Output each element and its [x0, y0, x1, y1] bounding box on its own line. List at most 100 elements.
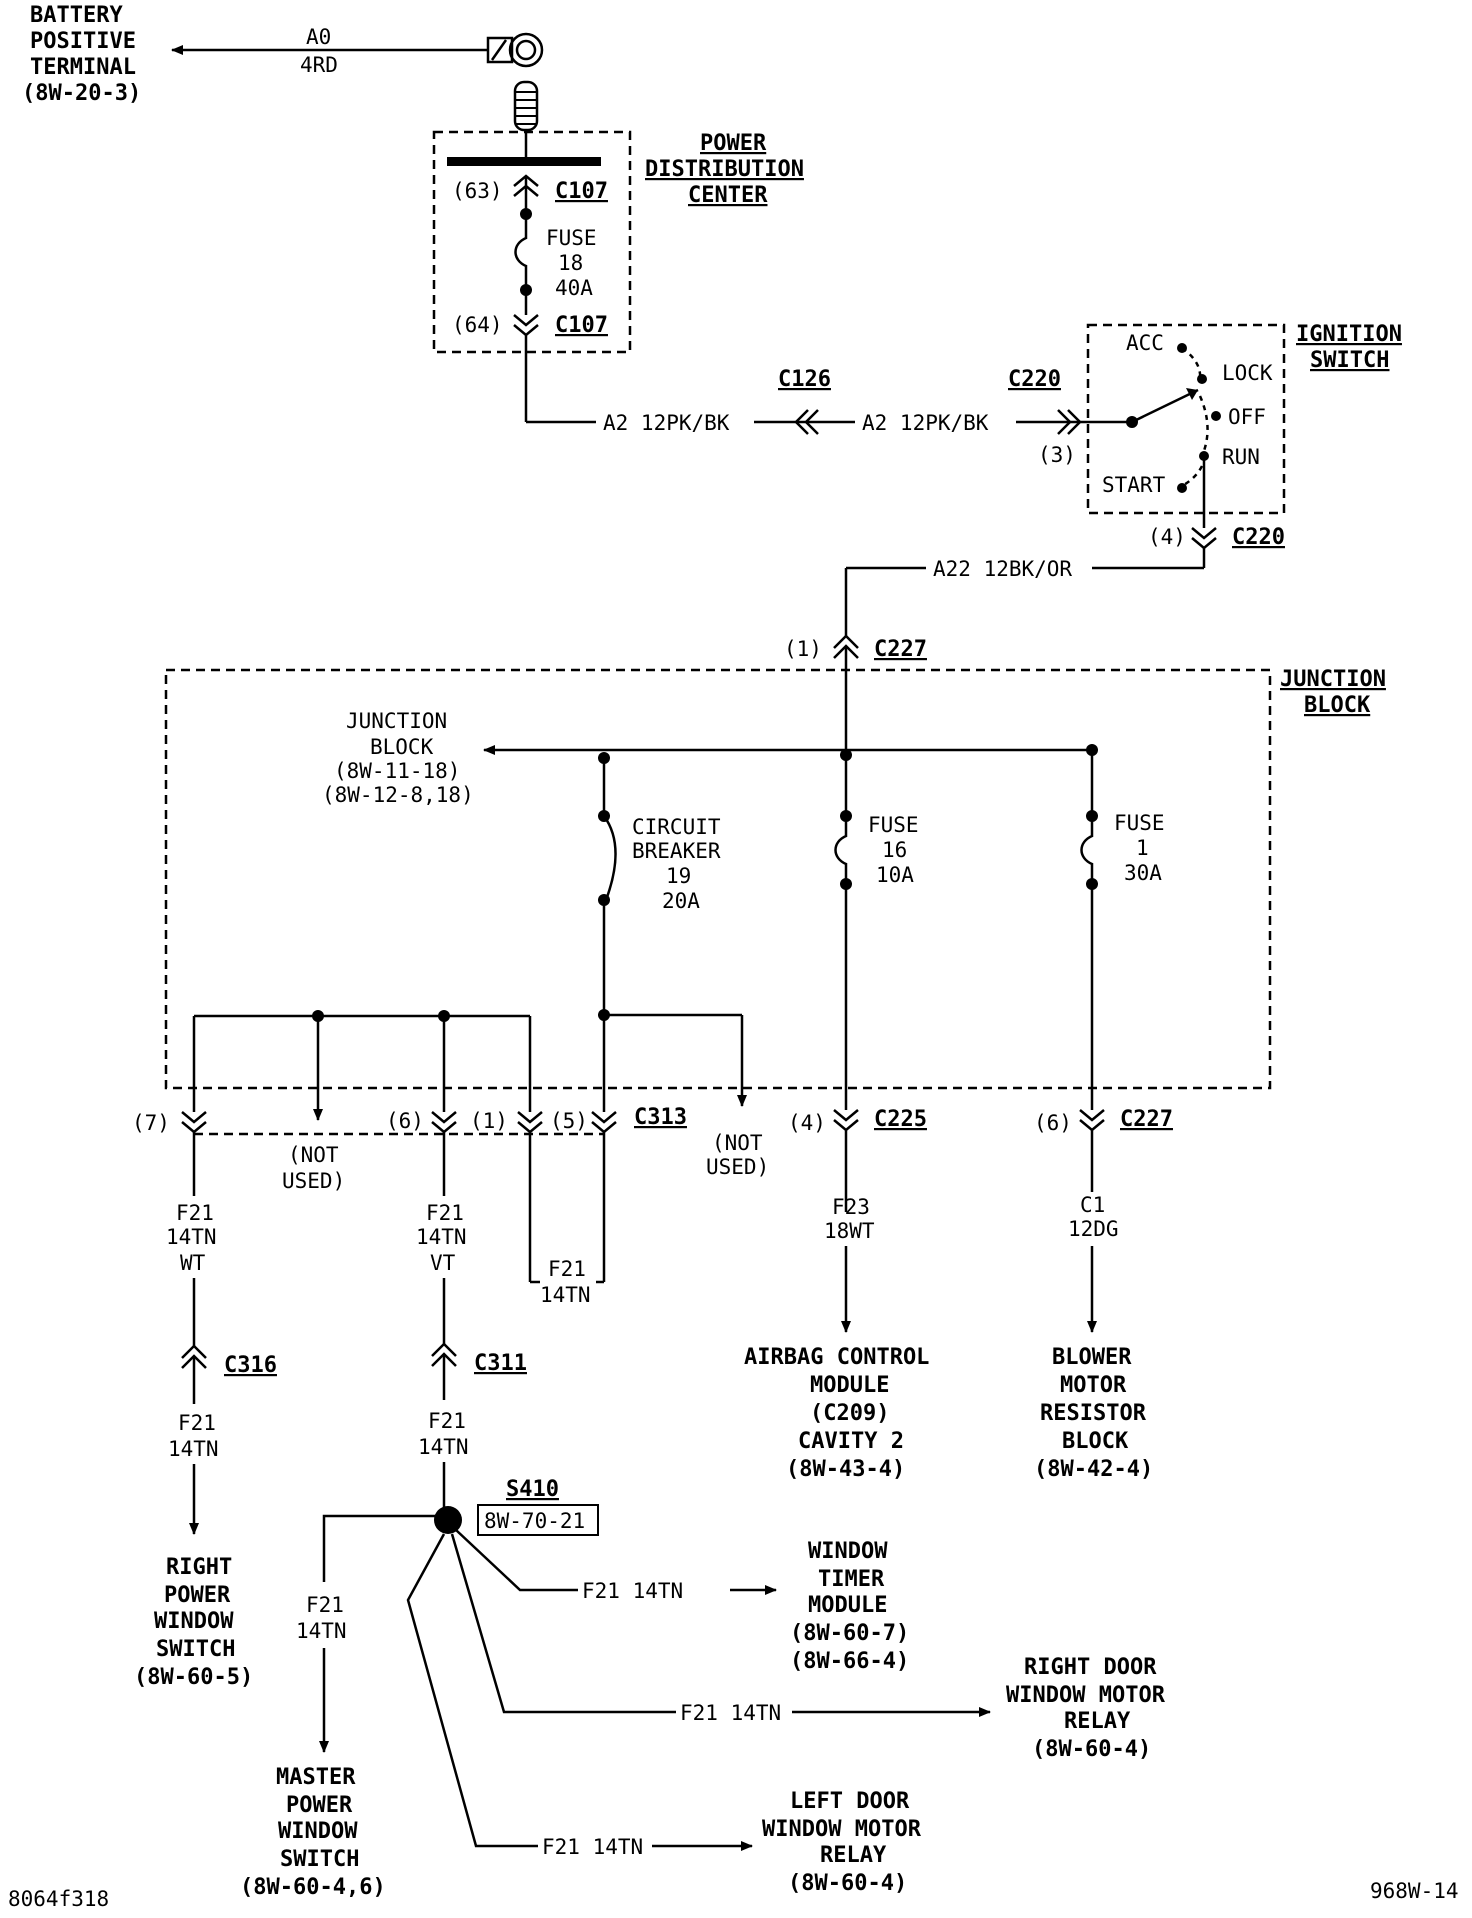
a22-wire: A22 12BK/OR (1) C227: [784, 557, 1204, 750]
svg-text:MOTOR: MOTOR: [1060, 1373, 1127, 1398]
svg-text:16: 16: [882, 838, 907, 862]
svg-text:RELAY: RELAY: [1064, 1709, 1131, 1734]
svg-text:BLOWER: BLOWER: [1052, 1345, 1132, 1370]
svg-text:A2 12PK/BK: A2 12PK/BK: [603, 411, 730, 435]
svg-text:18: 18: [558, 251, 583, 275]
svg-text:BLOCK: BLOCK: [1062, 1429, 1129, 1454]
junction-block-title: JUNCTION BLOCK: [1280, 667, 1386, 718]
svg-text:IGNITION: IGNITION: [1296, 322, 1402, 347]
svg-text:(8W-11-18): (8W-11-18): [334, 759, 460, 783]
svg-text:(1): (1): [784, 637, 822, 661]
svg-text:TIMER: TIMER: [818, 1567, 885, 1592]
battery-positive-terminal-label: BATTERY POSITIVE TERMINAL (8W-20-3): [22, 3, 141, 106]
svg-text:(7): (7): [132, 1111, 170, 1135]
blower-motor-resistor-block-label: BLOWER MOTOR RESISTOR BLOCK (8W-42-4): [1034, 1345, 1153, 1482]
svg-text:USED): USED): [706, 1155, 769, 1179]
svg-text:TERMINAL: TERMINAL: [30, 55, 136, 80]
svg-text:(3): (3): [1038, 443, 1076, 467]
svg-text:BATTERY: BATTERY: [30, 3, 123, 28]
svg-text:MASTER: MASTER: [276, 1765, 356, 1790]
splice-branches: F21 14TN F21 14TN F21 14TN F21 14TN: [296, 1514, 991, 1859]
svg-text:(NOT: (NOT: [712, 1131, 763, 1155]
svg-text:F21 14TN: F21 14TN: [542, 1835, 643, 1859]
master-power-window-switch-label: MASTER POWER WINDOW SWITCH (8W-60-4,6): [240, 1765, 386, 1900]
svg-text:C107: C107: [555, 313, 608, 338]
footer-right-code: 968W-14: [1370, 1879, 1459, 1903]
window-timer-module-label: WINDOW TIMER MODULE (8W-60-7) (8W-66-4): [790, 1539, 909, 1674]
svg-text:LEFT DOOR: LEFT DOOR: [790, 1789, 910, 1814]
svg-text:CIRCUIT: CIRCUIT: [632, 815, 721, 839]
splice-s410: S410 8W-70-21: [434, 1477, 599, 1536]
svg-text:RESISTOR: RESISTOR: [1040, 1401, 1147, 1426]
svg-text:A2 12PK/BK: A2 12PK/BK: [862, 411, 989, 435]
svg-text:F21: F21: [426, 1201, 464, 1225]
svg-text:(C209): (C209): [810, 1401, 889, 1426]
svg-text:WINDOW: WINDOW: [278, 1819, 358, 1844]
svg-text:14TN: 14TN: [418, 1435, 469, 1459]
svg-text:WINDOW: WINDOW: [154, 1609, 234, 1634]
svg-text:20A: 20A: [662, 889, 700, 913]
svg-text:FUSE: FUSE: [546, 226, 597, 250]
svg-text:(8W-20-3): (8W-20-3): [22, 81, 141, 106]
connector-c313: (7) (6) (1) (5) C313 (NOT USED) (NOT USE…: [132, 1105, 769, 1193]
connector-c225: (4) C225 F23 18WT: [788, 1107, 927, 1333]
svg-text:WINDOW MOTOR: WINDOW MOTOR: [762, 1817, 922, 1842]
svg-text:10A: 10A: [876, 863, 914, 887]
svg-text:(8W-60-5): (8W-60-5): [134, 1665, 253, 1690]
svg-text:FUSE: FUSE: [868, 813, 919, 837]
battery-wire: A0 4RD: [171, 25, 488, 77]
svg-text:DISTRIBUTION: DISTRIBUTION: [645, 157, 804, 182]
svg-text:C227: C227: [874, 637, 927, 662]
svg-text:C220: C220: [1232, 525, 1285, 550]
svg-text:BLOCK: BLOCK: [370, 735, 434, 759]
svg-text:(8W-60-4,6): (8W-60-4,6): [240, 1875, 386, 1900]
svg-text:(8W-42-4): (8W-42-4): [1034, 1457, 1153, 1482]
svg-text:(8W-66-4): (8W-66-4): [790, 1649, 909, 1674]
ring-terminal-icon: [486, 32, 544, 132]
svg-text:POWER: POWER: [164, 1583, 231, 1608]
svg-text:C311: C311: [474, 1351, 527, 1376]
svg-text:LOCK: LOCK: [1222, 361, 1273, 385]
svg-text:JUNCTION: JUNCTION: [1280, 667, 1386, 692]
svg-text:(8W-12-8,18): (8W-12-8,18): [322, 783, 474, 807]
svg-text:8W-70-21: 8W-70-21: [484, 1509, 585, 1533]
svg-text:(4): (4): [1148, 525, 1186, 549]
svg-text:(8W-43-4): (8W-43-4): [786, 1457, 905, 1482]
svg-text:WINDOW MOTOR: WINDOW MOTOR: [1006, 1683, 1166, 1708]
svg-text:VT: VT: [430, 1251, 456, 1275]
svg-text:F21: F21: [306, 1593, 344, 1617]
svg-text:C316: C316: [224, 1353, 277, 1378]
footer-left-code: 8064f318: [8, 1887, 109, 1911]
svg-text:C126: C126: [778, 367, 831, 392]
right-power-window-switch-label: RIGHT POWER WINDOW SWITCH (8W-60-5): [134, 1555, 253, 1690]
svg-text:A0: A0: [306, 25, 331, 49]
svg-text:USED): USED): [282, 1169, 345, 1193]
svg-text:CAVITY 2: CAVITY 2: [798, 1429, 904, 1454]
svg-text:S410: S410: [506, 1477, 559, 1502]
svg-text:BREAKER: BREAKER: [632, 839, 721, 863]
svg-text:F21 14TN: F21 14TN: [582, 1579, 683, 1603]
svg-text:C313: C313: [634, 1105, 687, 1130]
ignition-switch: ACC LOCK OFF RUN START (4) C220: [1102, 331, 1285, 568]
left-door-window-motor-relay-label: LEFT DOOR WINDOW MOTOR RELAY (8W-60-4): [762, 1789, 922, 1896]
svg-text:WINDOW: WINDOW: [808, 1539, 888, 1564]
svg-text:F21: F21: [176, 1201, 214, 1225]
airbag-control-module-label: AIRBAG CONTROL MODULE (C209) CAVITY 2 (8…: [744, 1345, 929, 1482]
svg-text:POWER: POWER: [286, 1793, 353, 1818]
ignition-switch-title: IGNITION SWITCH: [1296, 322, 1402, 373]
svg-text:(NOT: (NOT: [288, 1143, 339, 1167]
svg-text:C107: C107: [555, 179, 608, 204]
svg-text:14TN: 14TN: [416, 1225, 467, 1249]
a2-wire: A2 12PK/BK C126 A2 12PK/BK C220 (3): [526, 367, 1132, 467]
svg-text:RELAY: RELAY: [820, 1843, 887, 1868]
svg-text:AIRBAG CONTROL: AIRBAG CONTROL: [744, 1345, 929, 1370]
svg-text:14TN: 14TN: [296, 1619, 347, 1643]
svg-text:F23: F23: [832, 1195, 870, 1219]
svg-text:C227: C227: [1120, 1107, 1173, 1132]
svg-text:C225: C225: [874, 1107, 927, 1132]
svg-text:RIGHT: RIGHT: [166, 1555, 232, 1580]
fuse-16: FUSE 16 10A: [834, 755, 919, 1110]
svg-text:19: 19: [666, 864, 691, 888]
svg-text:ACC: ACC: [1126, 331, 1164, 355]
